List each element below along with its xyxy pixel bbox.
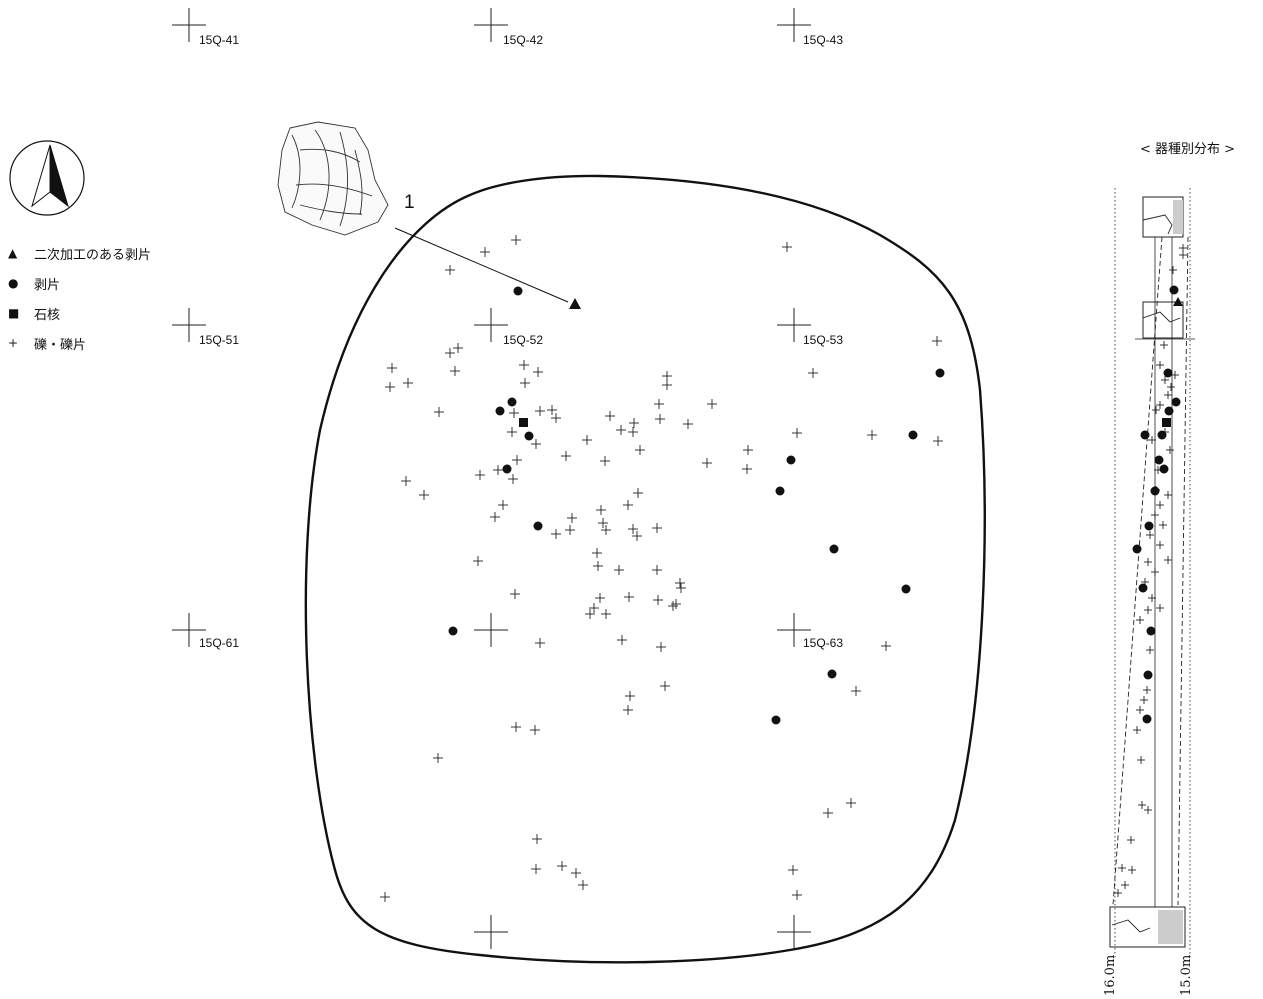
section-flake-points <box>1132 285 1181 724</box>
section-flake-point <box>1163 368 1173 378</box>
artifact-number: 1 <box>404 192 415 213</box>
legend-label: 礫・礫片 <box>34 337 87 353</box>
flake-point <box>771 715 781 725</box>
section-flake-point <box>1140 430 1150 440</box>
section-title: < 器種別分布 > <box>1140 142 1236 157</box>
section-flake-point <box>1142 714 1152 724</box>
section-pebble-points <box>1114 244 1187 897</box>
section-flake-point <box>1150 486 1160 496</box>
grid-label: 15Q-52 <box>503 333 543 347</box>
section-flake-point <box>1164 406 1174 416</box>
section-flake-point <box>1159 464 1169 474</box>
flake-point <box>502 464 512 474</box>
plus-icon: + <box>8 336 19 350</box>
flake-point <box>507 397 517 407</box>
grid-label: 15Q-53 <box>803 333 843 347</box>
section-flake-point <box>1138 583 1148 593</box>
flake-point <box>935 368 945 378</box>
flake-point <box>524 431 534 441</box>
section-flake-point <box>1143 670 1153 680</box>
grid-labels: 15Q-41 15Q-42 15Q-43 15Q-51 15Q-52 15Q-5… <box>199 33 843 650</box>
square-icon: ■ <box>8 306 20 320</box>
flake-point <box>513 286 523 296</box>
legend-label: 剥片 <box>34 277 61 293</box>
section-flake-point <box>1146 626 1156 636</box>
grid-label: 15Q-43 <box>803 33 843 47</box>
section-flake-point <box>1132 544 1142 554</box>
section-profile <box>1109 188 1195 960</box>
section-flake-point <box>1154 455 1164 465</box>
legend-item: + 礫・礫片 <box>8 328 151 358</box>
section-flake-point <box>1169 285 1179 295</box>
north-arrow-icon <box>9 140 85 216</box>
legend-item: ● 剥片 <box>8 268 151 298</box>
flake-points <box>448 286 945 725</box>
legend-label: 二次加工のある剥片 <box>34 247 152 263</box>
concentration-boundary <box>304 174 986 964</box>
flake-point <box>827 669 837 679</box>
flake-point <box>495 406 505 416</box>
right-elevation-label: 15.0m <box>1179 955 1194 996</box>
grid-label: 15Q-51 <box>199 333 239 347</box>
flake-point <box>533 521 543 531</box>
pebble-points <box>380 235 943 902</box>
legend-item: ▲ 二次加工のある剥片 <box>8 238 151 268</box>
section-flake-point <box>1144 521 1154 531</box>
triangle-icon: ▲ <box>8 246 18 260</box>
artifact-sketch <box>277 121 389 236</box>
grid-label: 15Q-61 <box>199 636 239 650</box>
section-flake-point <box>1171 397 1181 407</box>
flake-point <box>901 584 911 594</box>
retouched-flake-marker <box>569 298 581 309</box>
core-points <box>519 418 528 427</box>
flake-point <box>775 486 785 496</box>
legend: ▲ 二次加工のある剥片 ● 剥片 ■ 石核 + 礫・礫片 <box>8 238 151 358</box>
section-core <box>1162 418 1171 427</box>
legend-item: ■ 石核 <box>8 298 151 328</box>
legend-label: 石核 <box>34 307 61 323</box>
flake-point <box>786 455 796 465</box>
flake-point <box>908 430 918 440</box>
section-flake-point <box>1157 430 1167 440</box>
grid-label: 15Q-63 <box>803 636 843 650</box>
grid-label: 15Q-42 <box>503 33 543 47</box>
section-retouched-flake <box>1173 297 1183 306</box>
grid-label: 15Q-41 <box>199 33 239 47</box>
flake-point <box>829 544 839 554</box>
leader-line <box>394 227 569 303</box>
core-point <box>519 418 528 427</box>
left-elevation-label: 16.0m <box>1103 955 1118 996</box>
circle-icon: ● <box>8 276 19 290</box>
flake-point <box>448 626 458 636</box>
grid-crosses <box>172 8 811 949</box>
